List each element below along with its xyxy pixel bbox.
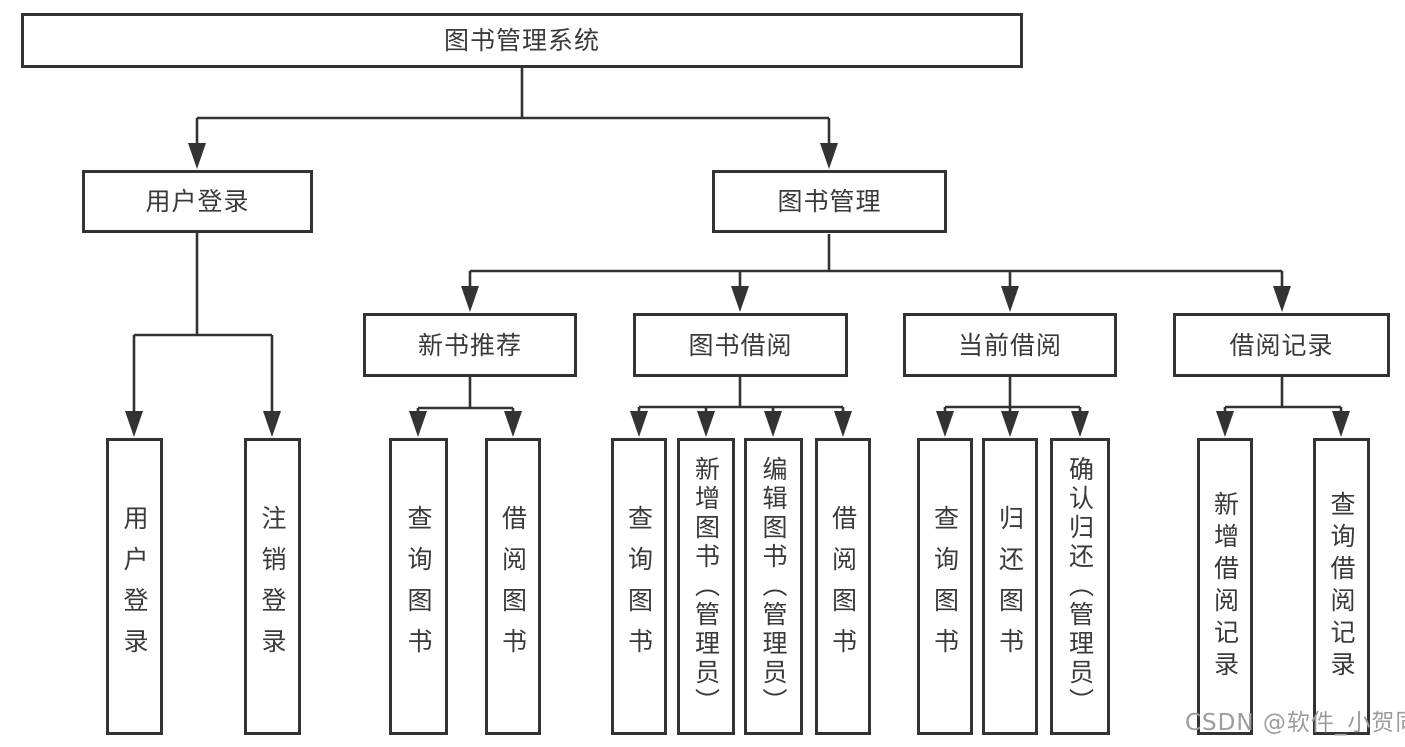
leaf-borrowing-add-book-admin-label: 新增图书（管理员）: [691, 456, 721, 717]
node-new-book-recommend-label: 新书推荐: [417, 330, 522, 360]
node-new-book-recommend: 新书推荐: [363, 313, 577, 377]
connector-new-book-recommend: [416, 377, 515, 414]
node-book-management-label: 图书管理: [777, 187, 882, 216]
node-current-borrowing-label: 当前借阅: [957, 330, 1062, 360]
leaf-borrowing-query-book-label: 查询图书: [624, 504, 654, 669]
leaf-logout: 注销登录: [244, 438, 301, 735]
leaf-borrowing-borrow-book: 借阅图书: [815, 438, 871, 735]
node-borrowing-records: 借阅记录: [1173, 313, 1390, 377]
leaf-records-query-record: 查询借阅记录: [1313, 438, 1370, 735]
leaf-borrowing-query-book: 查询图书: [611, 438, 667, 735]
connector-root: [195, 68, 831, 146]
watermark: CSDN @软件_小贺同学: [1185, 710, 1405, 736]
node-borrowing-records-label: 借阅记录: [1229, 330, 1334, 360]
leaf-records-add-record-label: 新增借阅记录: [1210, 490, 1240, 683]
connector-current-borrowing: [943, 377, 1082, 414]
leaf-borrowing-edit-book-admin: 编辑图书（管理员）: [744, 438, 803, 735]
node-current-borrowing: 当前借阅: [903, 313, 1117, 377]
leaf-records-query-record-label: 查询借阅记录: [1327, 490, 1356, 683]
node-book-borrowing: 图书借阅: [633, 313, 848, 377]
node-book-borrowing-label: 图书借阅: [688, 330, 793, 360]
leaf-borrowing-add-book-admin: 新增图书（管理员）: [677, 438, 735, 735]
leaf-borrowing-edit-book-admin-label: 编辑图书（管理员）: [759, 456, 788, 717]
leaf-recommend-borrow-book-label: 借阅图书: [498, 504, 528, 669]
node-user-login: 用户登录: [82, 170, 313, 233]
leaf-recommend-query-book: 查询图书: [389, 438, 448, 735]
leaf-logout-label: 注销登录: [258, 504, 287, 669]
leaf-recommend-borrow-book: 借阅图书: [485, 438, 541, 735]
leaf-user-login-label: 用户登录: [120, 504, 149, 669]
leaf-recommend-query-book-label: 查询图书: [404, 504, 433, 669]
node-root-label: 图书管理系统: [443, 26, 600, 55]
leaf-current-query-book-label: 查询图书: [930, 504, 960, 669]
leaf-current-confirm-return-admin: 确认归还（管理员）: [1050, 438, 1110, 735]
connector-borrowing-records: [1223, 377, 1343, 414]
connector-book-borrowing: [637, 377, 845, 414]
node-book-management: 图书管理: [712, 170, 947, 233]
node-user-login-label: 用户登录: [145, 187, 250, 216]
leaf-user-login: 用户登录: [106, 438, 163, 735]
leaf-current-query-book: 查询图书: [917, 438, 973, 735]
connector-book-management: [468, 234, 1284, 289]
connector-user-login: [132, 233, 274, 414]
leaf-current-return-book: 归还图书: [982, 438, 1038, 735]
leaf-borrowing-borrow-book-label: 借阅图书: [828, 504, 858, 669]
leaf-current-confirm-return-admin-label: 确认归还（管理员）: [1065, 456, 1095, 717]
node-root: 图书管理系统: [21, 13, 1023, 68]
leaf-records-add-record: 新增借阅记录: [1197, 438, 1253, 735]
leaf-current-return-book-label: 归还图书: [995, 504, 1025, 669]
